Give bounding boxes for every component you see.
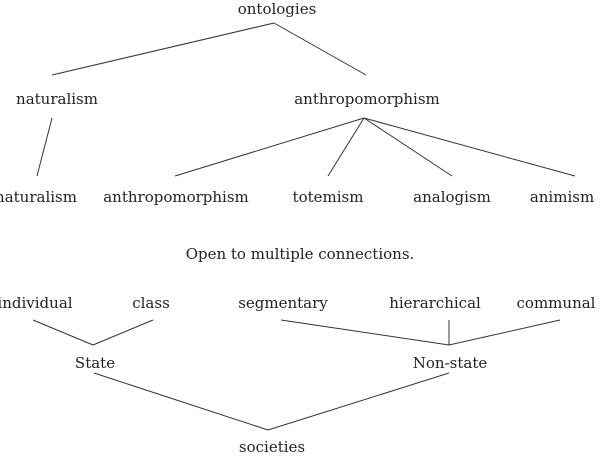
edge-communal-nonstate <box>448 319 561 346</box>
leaf-segmentary: segmentary <box>238 294 328 312</box>
edge-naturalism-naturalism-leaf <box>36 117 53 177</box>
edge-anthropomorphism-animism <box>363 117 576 177</box>
edge-individual-state <box>32 319 94 346</box>
leaf-individual: individual <box>0 294 73 312</box>
leaf-anthropomorphism: anthropomorphism <box>103 188 249 206</box>
leaf-totemism: totemism <box>292 188 364 206</box>
edge-nonstate-societies <box>267 372 450 431</box>
leaf-hierarchical: hierarchical <box>389 294 481 312</box>
edge-state-societies <box>93 372 269 431</box>
edge-ontologies-naturalism <box>51 22 275 76</box>
edge-anthropomorphism-totemism <box>327 117 365 177</box>
node-societies: societies <box>238 438 306 456</box>
node-ontologies: ontologies <box>237 0 317 18</box>
leaf-class: class <box>132 294 170 312</box>
leaf-analogism: analogism <box>413 188 491 206</box>
diagram-caption: Open to multiple connections. <box>185 245 415 263</box>
node-state: State <box>74 354 116 372</box>
edge-anthropomorphism-anthropomorphism-leaf <box>174 117 365 177</box>
node-naturalism: naturalism <box>16 90 98 108</box>
edge-anthropomorphism-analogism <box>363 117 453 177</box>
node-non-state: Non-state <box>412 354 488 372</box>
node-anthropomorphism: anthropomorphism <box>294 90 440 108</box>
leaf-naturalism: naturalism <box>0 188 77 206</box>
edge-ontologies-anthropomorphism <box>273 22 367 76</box>
leaf-animism: animism <box>529 188 595 206</box>
edge-class-state <box>92 319 154 346</box>
leaf-communal: communal <box>516 294 596 312</box>
edge-segmentary-nonstate <box>280 319 450 346</box>
